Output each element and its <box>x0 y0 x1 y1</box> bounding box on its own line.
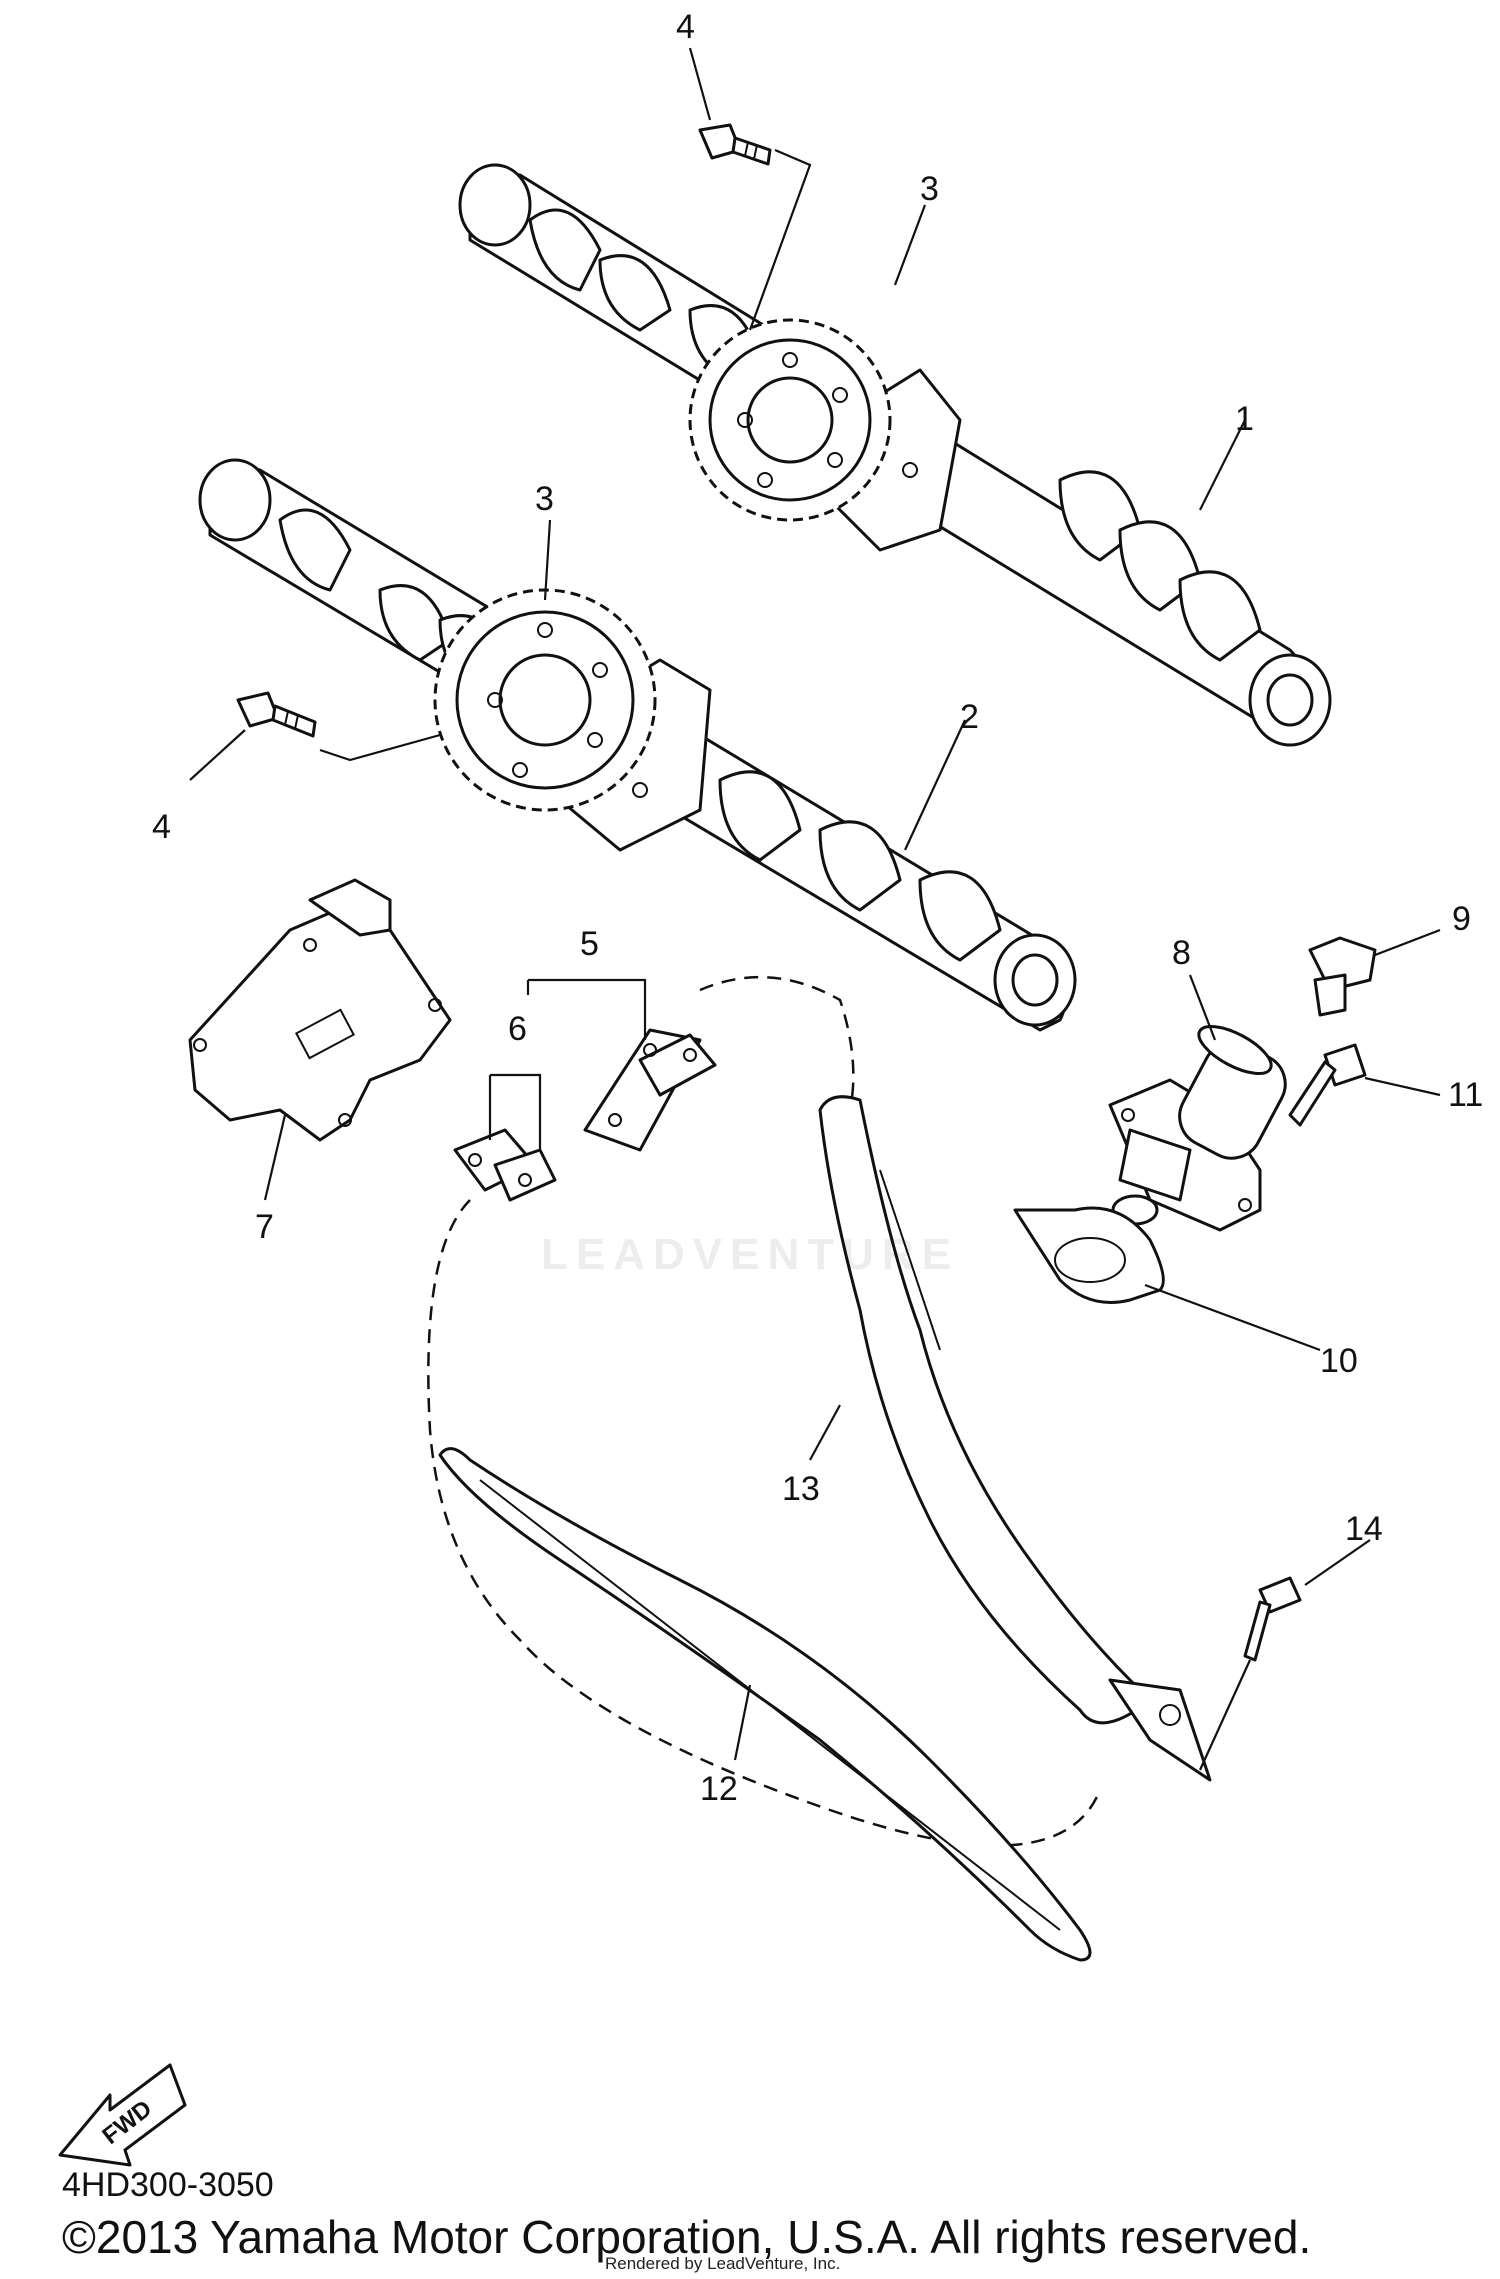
callout-4-top: 4 <box>676 8 695 46</box>
callout-8: 8 <box>1172 934 1191 972</box>
chain-guide-13 <box>818 1095 1212 1782</box>
callout-labels: 4 3 1 3 2 4 5 6 7 8 9 11 10 13 14 12 <box>152 8 1483 1808</box>
chain-guide-12 <box>438 1447 1092 1962</box>
chain-joint <box>453 1128 557 1202</box>
callout-12: 12 <box>700 1770 738 1808</box>
sprocket-lower <box>433 588 657 812</box>
callout-11: 11 <box>1448 1076 1483 1114</box>
sprocket-upper <box>688 318 892 522</box>
chain-loop-path <box>427 975 1102 1847</box>
tensioner-bolt <box>1288 1043 1367 1127</box>
callout-3-lower: 3 <box>535 480 554 518</box>
callout-10: 10 <box>1320 1342 1358 1380</box>
watermark: LEADVENTURE <box>540 1230 960 1279</box>
diagram-code: 4HD300-3050 <box>62 2166 274 2204</box>
bolt-upper <box>698 123 772 166</box>
callout-7: 7 <box>255 1208 274 1246</box>
copyright-text: ©2013 Yamaha Motor Corporation, U.S.A. A… <box>62 2211 1312 2263</box>
callout-13: 13 <box>782 1470 820 1508</box>
callout-5: 5 <box>580 925 599 963</box>
callout-3-top: 3 <box>920 170 939 208</box>
rendered-by-text: Rendered by LeadVenture, Inc. <box>605 2254 841 2273</box>
bolt-lower <box>236 691 317 738</box>
tensioner-gasket <box>1013 1206 1165 1304</box>
chain-guide-top <box>188 878 452 1142</box>
callout-6: 6 <box>508 1010 527 1048</box>
callout-1: 1 <box>1235 400 1254 438</box>
leader-lines <box>189 47 1441 1771</box>
camshaft-upper <box>458 163 1332 747</box>
tensioner-cap-bolt <box>1308 936 1377 1017</box>
guide-bolt <box>1243 1576 1302 1662</box>
chain-tensioner <box>1108 1025 1287 1232</box>
fwd-arrow: FWD <box>58 2063 187 2167</box>
callout-9: 9 <box>1452 900 1471 938</box>
callout-2: 2 <box>960 698 979 736</box>
cam-chain-section <box>583 1028 717 1152</box>
callout-4-lower: 4 <box>152 808 171 846</box>
callout-14: 14 <box>1345 1510 1383 1548</box>
